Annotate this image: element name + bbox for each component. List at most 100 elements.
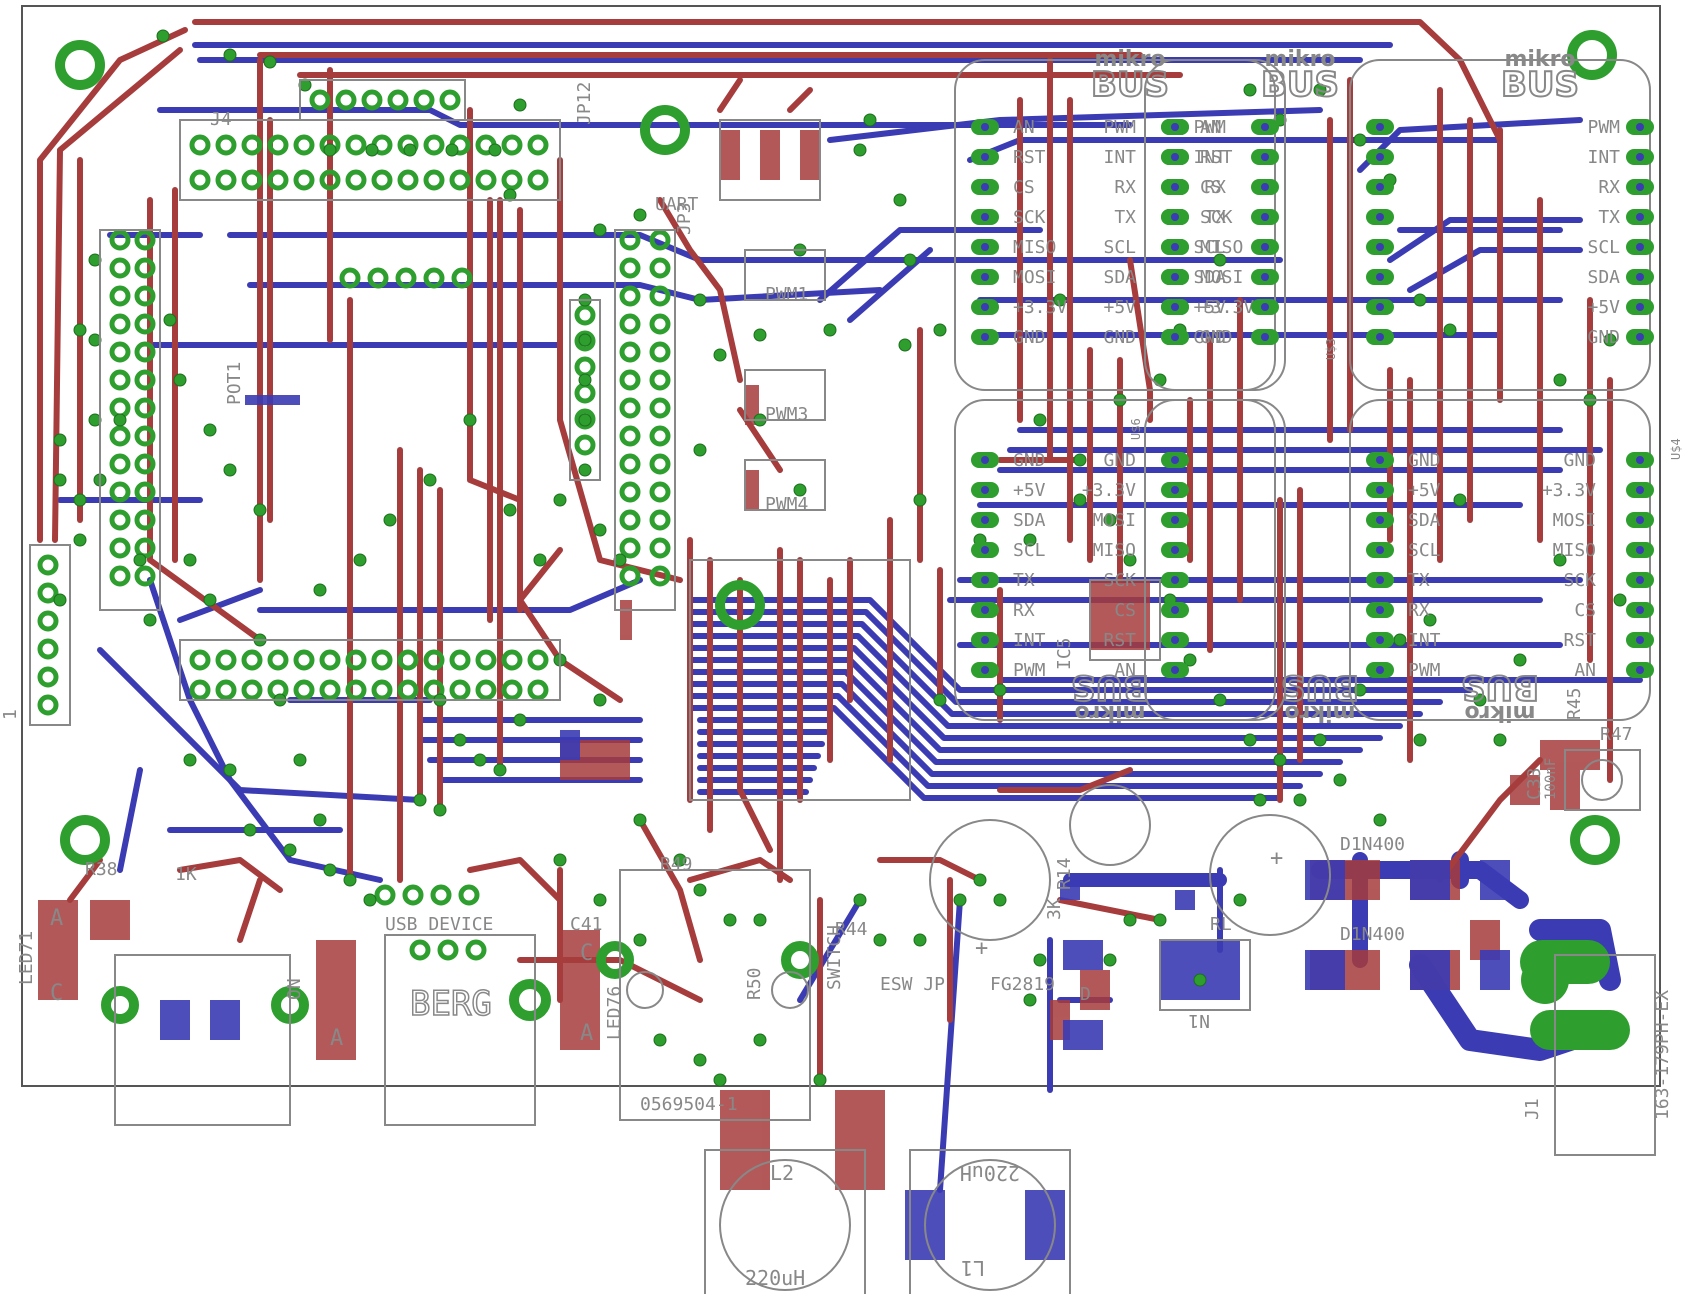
- mikrobus-pin-label: GND: [1013, 450, 1046, 471]
- via: [413, 793, 427, 807]
- header-pin: [134, 565, 156, 587]
- mikrobus-pad-hole: [981, 636, 989, 644]
- mikrobus-sockets: ANRSTCSSCKMISOMOSI+3.3VGNDPWMINTRXTXSCLS…: [971, 117, 1654, 681]
- header-pin: [619, 537, 641, 559]
- header-pin: [215, 679, 237, 701]
- label-u4: U$4: [1669, 438, 1683, 460]
- via: [578, 413, 592, 427]
- via: [693, 293, 707, 307]
- header-pin: [374, 884, 396, 906]
- via: [1333, 773, 1347, 787]
- via: [1443, 323, 1457, 337]
- label-3k: 3K: [1044, 898, 1065, 920]
- header-pin: [37, 554, 59, 576]
- mikrobus-pin-label: PWM: [1013, 660, 1046, 681]
- mikrobus-pin-label: +5V: [1193, 297, 1226, 318]
- mikrobus-pad-hole: [981, 576, 989, 584]
- via: [1313, 733, 1327, 747]
- label-anode-1: A: [50, 906, 63, 931]
- via: [143, 613, 157, 627]
- mikrobus-pin-label: RX: [1114, 177, 1136, 198]
- header-pin: [109, 453, 131, 475]
- via: [183, 553, 197, 567]
- via: [1243, 733, 1257, 747]
- mikrobus-pad-hole: [1376, 123, 1384, 131]
- via: [383, 513, 397, 527]
- label-l1-value: 220uH: [960, 1161, 1020, 1185]
- mikrobus-logo-text: BUS: [1281, 667, 1359, 707]
- mikrobus-pad-hole: [1376, 636, 1384, 644]
- mikrobus-pin-label: SCL: [1587, 237, 1620, 258]
- via: [433, 803, 447, 817]
- label-l1: L1: [961, 1256, 985, 1280]
- header-pin: [134, 425, 156, 447]
- header-pin: [215, 649, 237, 671]
- mikrobus-pad-hole: [1171, 123, 1179, 131]
- mikrobus-pad-hole: [1376, 456, 1384, 464]
- mikrobus-pin-label: MISO: [1093, 540, 1136, 561]
- via: [73, 493, 87, 507]
- mikrobus-pin-label: PWM: [1103, 117, 1136, 138]
- header-pin: [439, 89, 461, 111]
- mikrobus-pin-label: TX: [1013, 570, 1035, 591]
- mikrobus-pad-hole: [981, 213, 989, 221]
- via: [463, 413, 477, 427]
- label-j4: J4: [210, 109, 232, 130]
- header-pin: [501, 649, 523, 671]
- via: [1313, 83, 1327, 97]
- header-pin: [361, 89, 383, 111]
- mikrobus-pin-label: RX: [1598, 177, 1620, 198]
- header-pin: [458, 884, 480, 906]
- mikrobus-pad-hole: [1171, 516, 1179, 524]
- header-pin: [397, 649, 419, 671]
- mikrobus-pad-hole: [1636, 516, 1644, 524]
- header-pins: [37, 89, 671, 961]
- mikrobus-pin-label: MOSI: [1093, 510, 1136, 531]
- via: [1553, 553, 1567, 567]
- mikrobus-pin-label: GND: [1587, 327, 1620, 348]
- mikrobus-pad-hole: [1376, 606, 1384, 614]
- mikrobus-pin-label: CS: [1013, 177, 1035, 198]
- via: [1023, 993, 1037, 1007]
- header-pin: [319, 679, 341, 701]
- via: [1473, 693, 1487, 707]
- header-pin: [649, 425, 671, 447]
- label-led71: LED71: [16, 931, 37, 985]
- via: [1453, 493, 1467, 507]
- mikrobus-pin-label: +3.3V: [1082, 480, 1136, 501]
- mikrobus-pin-label: INT: [1103, 147, 1136, 168]
- mikrobus-pad-hole: [1171, 333, 1179, 341]
- mikrobus-logo-text: mikro: [1264, 47, 1335, 72]
- mikrobus-pad-hole: [1376, 576, 1384, 584]
- header-pin: [37, 666, 59, 688]
- mikrobus-pin-label: +3.3V: [1542, 480, 1596, 501]
- via: [813, 1073, 827, 1087]
- via: [363, 893, 377, 907]
- mikrobus-pad-hole: [1636, 636, 1644, 644]
- label-fg: FG2819: [990, 974, 1055, 995]
- mikrobus-pin-label: GND: [1103, 327, 1136, 348]
- header-pin: [475, 169, 497, 191]
- via: [633, 813, 647, 827]
- mikrobus-pin-label: AN: [1574, 660, 1596, 681]
- via: [113, 413, 127, 427]
- header-pin: [649, 341, 671, 363]
- via: [1073, 493, 1087, 507]
- mikrobus-pad-hole: [1636, 606, 1644, 614]
- label-j1-part: 163-179PH-EX: [1652, 990, 1673, 1120]
- mikrobus-pin-label: RX: [1408, 600, 1430, 621]
- label-uart: UART: [655, 194, 699, 215]
- label-anode-2: A: [580, 1021, 593, 1046]
- mikrobus-pin-label: SDA: [1193, 267, 1226, 288]
- header-pin: [649, 509, 671, 531]
- header-pin: [134, 397, 156, 419]
- header-pin: [527, 169, 549, 191]
- via: [593, 523, 607, 537]
- mikrobus-pin-label: GND: [1200, 327, 1233, 348]
- header-pin: [423, 134, 445, 156]
- header-pin: [134, 313, 156, 335]
- via: [633, 933, 647, 947]
- mikrobus-pad-hole: [1376, 153, 1384, 161]
